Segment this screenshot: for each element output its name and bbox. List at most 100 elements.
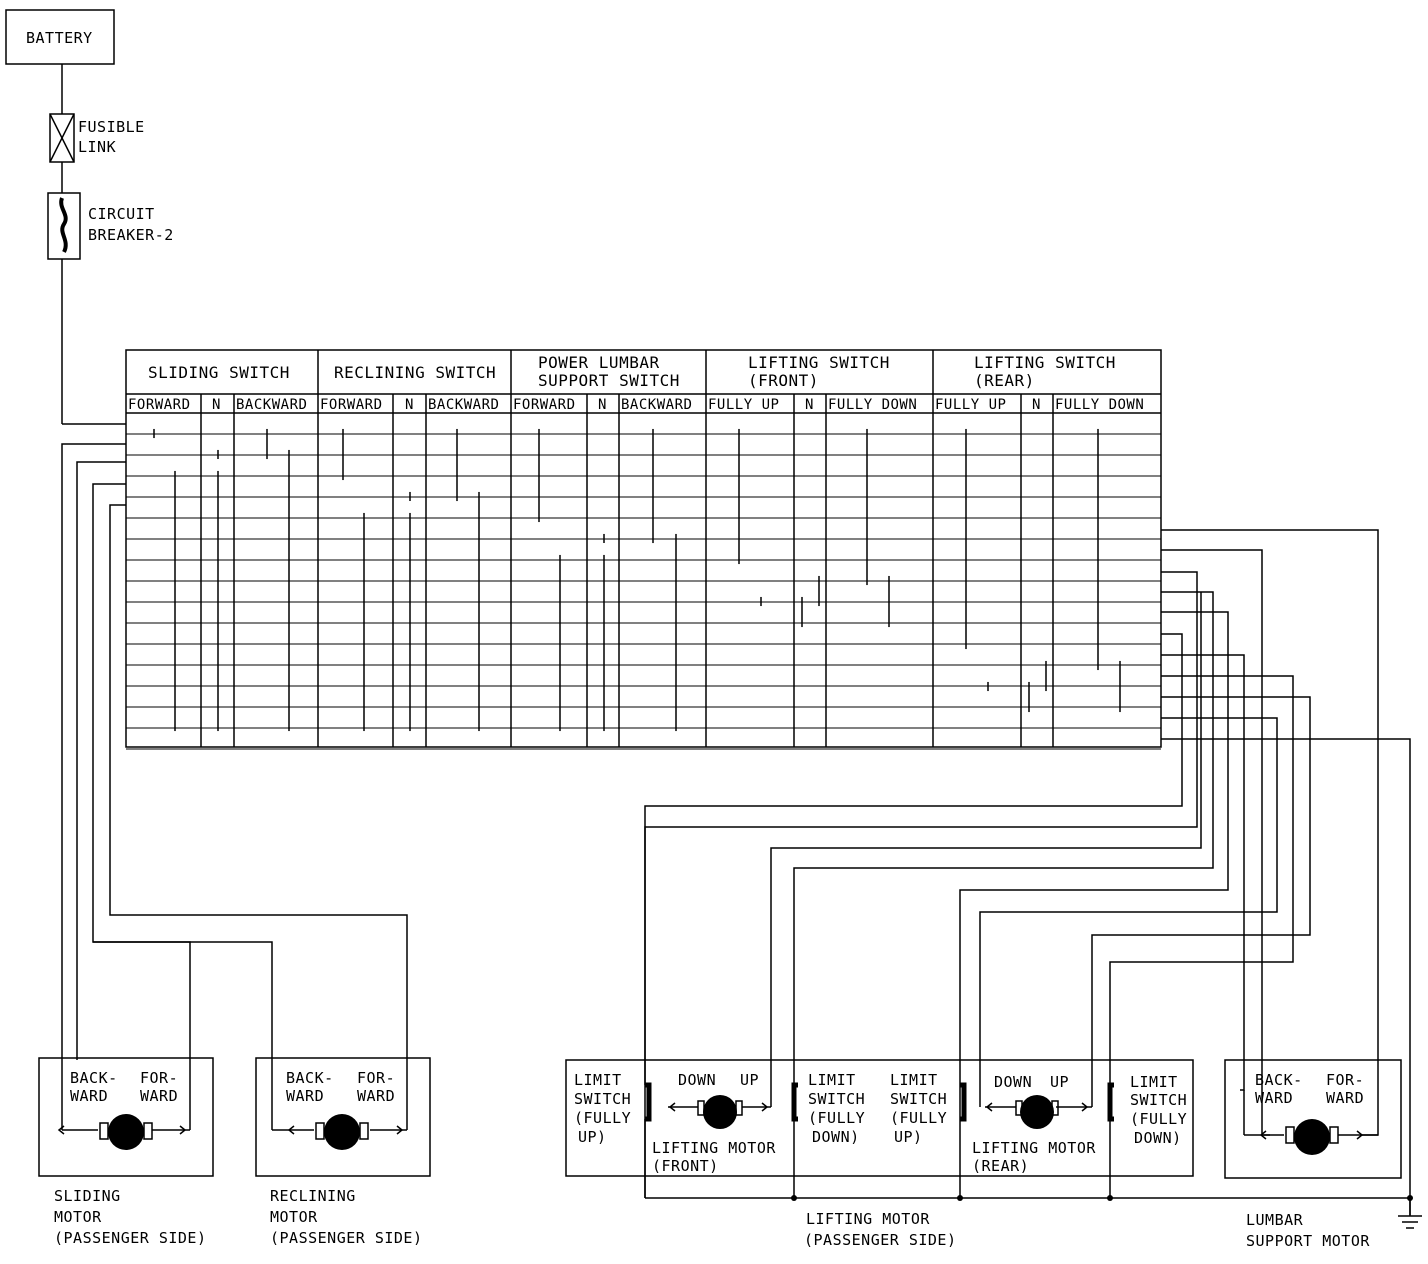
switch-contact	[599, 731, 609, 743]
col-header: N	[805, 397, 814, 413]
switch-contact	[734, 417, 744, 429]
switch-contacts	[149, 417, 1125, 743]
limit-switch-rear-down-icon	[1107, 1082, 1114, 1122]
switch-contact	[170, 459, 180, 471]
circuit-breaker-label-2: BREAKER-2	[88, 226, 174, 244]
lumbar-backward-label-2: WARD	[1255, 1089, 1293, 1107]
switch-contact	[262, 459, 272, 471]
group-title-lift-rear-2: (REAR)	[974, 371, 1035, 390]
switch-contact	[1024, 670, 1034, 682]
switch-contact	[405, 731, 415, 743]
reclining-backward-label-1: BACK-	[286, 1069, 334, 1087]
switch-contact	[1093, 417, 1103, 429]
switch-contact	[756, 606, 766, 618]
sliding-caption-3: (PASSENGER SIDE)	[54, 1229, 207, 1247]
switch-contact	[213, 438, 223, 450]
switch-table	[125, 349, 1162, 748]
rear-lifting-label-1: LIFTING MOTOR	[972, 1139, 1096, 1157]
switch-contact	[756, 585, 766, 597]
switch-contact	[599, 543, 609, 555]
battery-box	[5, 9, 115, 65]
switch-contact	[734, 564, 744, 576]
col-header: BACKWARD	[428, 397, 499, 413]
switch-contact	[814, 606, 824, 618]
lumbar-backward-label-1: BACK-	[1255, 1071, 1303, 1089]
switch-contact	[359, 731, 369, 743]
sliding-motor-group: BACK- WARD FOR- WARD M SLIDING MOTOR (PA…	[38, 1057, 214, 1247]
switch-contact	[961, 649, 971, 661]
switch-contact	[170, 731, 180, 743]
reclining-caption-1: RECLINING	[270, 1187, 356, 1205]
circuit-breaker-icon	[59, 197, 68, 253]
group-title-sliding: SLIDING SWITCH	[148, 363, 290, 382]
col-header: N	[598, 397, 607, 413]
switch-contact	[797, 627, 807, 639]
switch-contact	[213, 459, 223, 471]
switch-contact	[648, 543, 658, 555]
limit-down-rear-3: (FULLY	[1130, 1110, 1187, 1128]
left-wiring	[61, 443, 408, 1130]
limit-up-rear-1: LIMIT	[890, 1071, 938, 1089]
switch-contact	[534, 417, 544, 429]
switch-contact	[1093, 670, 1103, 682]
switch-contact	[1041, 691, 1051, 703]
limit-up-front-1: LIMIT	[574, 1071, 622, 1089]
switch-contact	[961, 417, 971, 429]
switch-contact	[338, 480, 348, 492]
rear-down-label: DOWN	[994, 1073, 1032, 1091]
limit-down-rear-2: SWITCH	[1130, 1091, 1187, 1109]
switch-contact	[814, 564, 824, 576]
limit-switch-rear-up-icon	[960, 1082, 967, 1122]
group-title-reclining: RECLINING SWITCH	[334, 363, 496, 382]
limit-up-front-2: SWITCH	[574, 1090, 631, 1108]
limit-down-front-2: SWITCH	[808, 1090, 865, 1108]
switch-contact	[1115, 712, 1125, 724]
rear-up-label: UP	[1050, 1073, 1069, 1091]
lumbar-caption-2: SUPPORT MOTOR	[1246, 1232, 1370, 1250]
reclining-motor-icon	[324, 1114, 360, 1150]
switch-contact	[534, 522, 544, 534]
col-header: BACKWARD	[236, 397, 307, 413]
col-header: FULLY DOWN	[1055, 397, 1144, 413]
front-lifting-motor-icon	[703, 1095, 737, 1129]
front-up-label: UP	[740, 1071, 759, 1089]
lumbar-motor-symbol: M	[1305, 1130, 1315, 1148]
col-header: FORWARD	[320, 397, 383, 413]
group-title-lumbar-2: SUPPORT SWITCH	[538, 371, 680, 390]
switch-contact	[359, 501, 369, 513]
switch-contact	[862, 585, 872, 597]
sliding-backward-label-2: WARD	[70, 1087, 108, 1105]
group-title-lumbar-1: POWER LUMBAR	[538, 353, 660, 372]
group-title-lift-front-1: LIFTING SWITCH	[748, 353, 890, 372]
col-header: BACKWARD	[621, 397, 692, 413]
group-title-lift-rear-1: LIFTING SWITCH	[974, 353, 1116, 372]
sliding-backward-label-1: BACK-	[70, 1069, 118, 1087]
switch-contact	[474, 480, 484, 492]
limit-up-front-3: (FULLY	[574, 1109, 631, 1127]
lifting-caption-1: LIFTING MOTOR	[806, 1210, 930, 1228]
right-wiring	[644, 529, 1422, 1229]
switch-contact	[405, 501, 415, 513]
col-header: FULLY UP	[708, 397, 779, 413]
reclining-forward-label-2: WARD	[357, 1087, 395, 1105]
limit-switch-front-down-icon	[791, 1082, 798, 1122]
col-header: FULLY UP	[935, 397, 1006, 413]
switch-contact	[599, 522, 609, 534]
col-header: FORWARD	[513, 397, 576, 413]
col-header: FULLY DOWN	[828, 397, 917, 413]
switch-contact	[884, 627, 894, 639]
reclining-caption-3: (PASSENGER SIDE)	[270, 1229, 423, 1247]
switch-contact	[862, 417, 872, 429]
lumbar-caption-1: LUMBAR	[1246, 1211, 1304, 1229]
switch-contact	[262, 417, 272, 429]
col-header: N	[405, 397, 414, 413]
switch-contact	[405, 480, 415, 492]
reclining-motor-group: BACK- WARD FOR- WARD M RECLINING MOTOR (…	[255, 1057, 431, 1247]
switch-contact	[474, 731, 484, 743]
limit-down-rear-4: DOWN)	[1134, 1129, 1182, 1147]
rear-lifting-motor-icon	[1020, 1095, 1054, 1129]
fusible-link-label-2: LINK	[78, 138, 116, 156]
circuit-breaker-label-1: CIRCUIT	[88, 205, 155, 223]
switch-contact	[284, 438, 294, 450]
